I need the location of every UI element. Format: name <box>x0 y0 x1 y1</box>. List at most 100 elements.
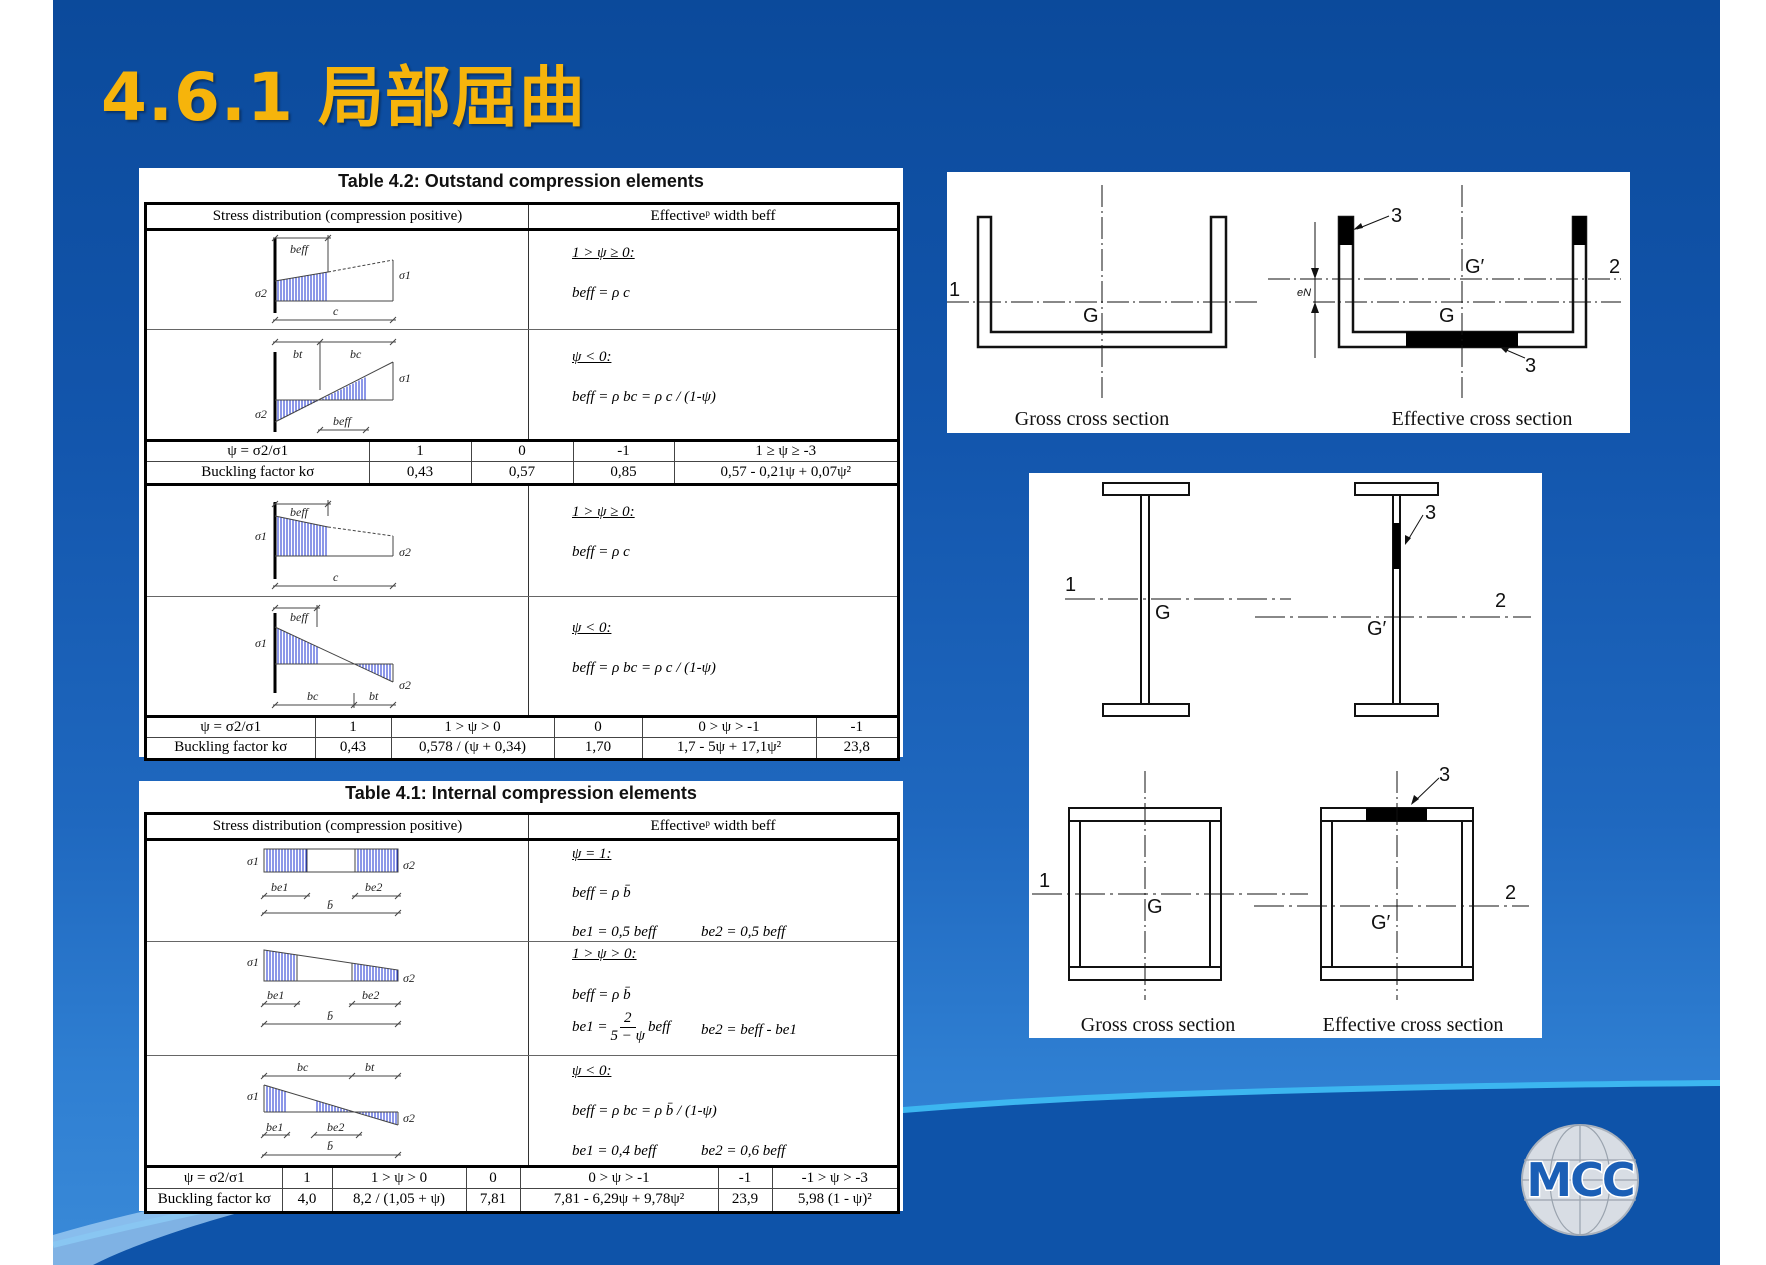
k-cell: 0,43 <box>314 736 392 758</box>
ineffective-label: 3 <box>1439 764 1450 786</box>
k-cell: 0,43 <box>368 461 472 483</box>
stress-label: σ2 <box>399 678 411 692</box>
stress-label: σ2 <box>399 545 411 559</box>
k-cell: 0,85 <box>572 461 675 483</box>
dim-label: beff <box>290 610 310 624</box>
fraction-numerator: 2 <box>620 1010 636 1028</box>
table-caption: Table 4.1: Internal compression elements <box>345 783 697 803</box>
table-caption: Table 4.2: Outstand compression elements <box>338 171 704 191</box>
psi-cell: -1 <box>572 440 675 462</box>
formula: beff = ρ b̄ <box>572 885 631 901</box>
header-width: Effectiveᵖ width beff <box>650 208 776 224</box>
condition: ψ < 0: <box>572 349 612 365</box>
condition: 1 > ψ ≥ 0: <box>572 503 635 520</box>
dim-label: c <box>333 570 339 584</box>
stress-hatching <box>274 626 318 664</box>
dim-label: be1 <box>266 1120 283 1134</box>
k-cell: Buckling factor kσ <box>147 461 370 483</box>
table-row: beff c σ2 σ1 1 > ψ ≥ 0: beff = ρ c <box>147 231 897 329</box>
axis-label: 1 <box>1065 574 1076 596</box>
mcc-logo: MCC <box>1521 1124 1639 1236</box>
header-stress: Stress distribution (compression positiv… <box>147 815 529 838</box>
stress-label: σ1 <box>399 371 411 385</box>
dim-label: b̄ <box>327 1139 333 1153</box>
header-width: Effectiveᵖ width beff <box>650 818 776 834</box>
stress-diagram-cell: beff c σ1 σ2 <box>147 485 529 596</box>
effective-width-cell: ψ < 0: beff = ρ bc = ρ c / (1-ψ) <box>529 330 897 439</box>
psi-cell: 0 <box>465 1166 521 1189</box>
stress-hatching <box>274 515 327 556</box>
k-cell: 1,70 <box>553 736 643 758</box>
k-cell: 23,8 <box>815 736 897 758</box>
formula: beff = ρ bc = ρ c / (1-ψ) <box>572 659 716 676</box>
dim-label: beff <box>333 414 353 428</box>
stress-label: σ1 <box>255 529 267 543</box>
formula-be1: be1 = 0,5 beff <box>572 924 657 940</box>
stress-label: σ1 <box>255 636 267 650</box>
stress-diagram: be1 be2 b̄ σ1 σ2 <box>247 848 415 917</box>
axis-label: 2 <box>1609 256 1620 278</box>
stress-diagram: bt bc beff σ2 σ1 <box>255 338 411 434</box>
formula-be2: be2 = beff - be1 <box>701 1022 797 1038</box>
dim-label: be1 <box>271 880 288 894</box>
centroid-label: G <box>1083 305 1099 327</box>
stress-diagram: beff c σ2 σ1 <box>255 234 411 324</box>
stress-label: σ1 <box>247 955 259 969</box>
stress-diagram-cell: be1 be2 b̄ σ1 σ2 <box>147 841 529 941</box>
dim-label: b̄ <box>327 1009 333 1023</box>
condition: ψ = 1: <box>572 846 612 862</box>
effective-width-cell: 1 > ψ ≥ 0: beff = ρ c <box>529 231 897 329</box>
formula: beff = ρ bc = ρ b̄ / (1-ψ) <box>572 1103 717 1119</box>
channel-section-figure: 1 G Gross cross section eN G′ G 2 3 3 Ef… <box>947 172 1630 433</box>
k-cell: 4,0 <box>281 1188 333 1211</box>
condition: ψ < 0: <box>572 1063 612 1079</box>
psi-cell: 0 > ψ > -1 <box>519 1166 719 1189</box>
fraction-denominator: 5 − ψ <box>610 1028 645 1044</box>
table-internal: Stress distribution (compression positiv… <box>144 812 900 1214</box>
stress-label: σ2 <box>403 971 415 985</box>
header-stress: Stress distribution (compression positiv… <box>147 205 529 228</box>
effective-width-cell: ψ < 0: beff = ρ bc = ρ b̄ / (1-ψ) be1 = … <box>529 1056 897 1165</box>
k-cell: Buckling factor kσ <box>147 1188 283 1211</box>
effective-width-cell: ψ = 1: beff = ρ b̄ be1 = 0,5 beff be2 = … <box>529 841 897 941</box>
formula-be2: be2 = 0,6 beff <box>701 1143 786 1159</box>
condition: 1 > ψ > 0: <box>572 946 637 962</box>
table-header: Stress distribution (compression positiv… <box>147 205 897 231</box>
formula: beff = ρ c <box>572 285 630 301</box>
table-row: bt bc beff σ2 σ1 ψ < 0: beff = ρ bc = ρ … <box>147 329 897 439</box>
fraction-lhs: be1 = <box>572 1019 608 1035</box>
table-internal-card: Table 4.1: Internal compression elements… <box>139 781 903 1214</box>
stress-diagram: bc bt be1 be2 b̄ σ1 σ2 <box>247 1060 415 1159</box>
caption-gross: Gross cross section <box>1081 1014 1235 1036</box>
psi-cell: ψ = σ2/σ1 <box>147 440 370 462</box>
formula: beff = ρ b̄ <box>572 987 631 1003</box>
dim-label: bt <box>369 689 379 703</box>
axis-label: 2 <box>1495 590 1506 612</box>
psi-cell: ψ = σ2/σ1 <box>147 715 316 738</box>
ineffective-label: 3 <box>1425 502 1436 524</box>
psi-cell: 1 > ψ > 0 <box>390 715 555 738</box>
effective-width-cell: ψ < 0: beff = ρ bc = ρ c / (1-ψ) <box>529 597 897 715</box>
formula: beff = ρ bc = ρ c / (1-ψ) <box>572 389 716 405</box>
stress-hatching <box>351 963 398 981</box>
table-row: bc bt be1 be2 b̄ σ1 σ2 ψ < 0: beff = ρ b… <box>147 1055 897 1165</box>
stress-diagram-cell: beff c σ2 σ1 <box>147 231 529 329</box>
stress-label: σ2 <box>255 286 267 300</box>
table-outstand: Stress distribution (compression positiv… <box>144 202 900 761</box>
formula: beff = ρ c <box>572 543 630 560</box>
k-cell: 8,2 / (1,05 + ψ) <box>331 1188 467 1211</box>
effective-width-cell: 1 > ψ ≥ 0: beff = ρ c <box>529 486 897 596</box>
condition: ψ < 0: <box>572 619 612 636</box>
i-box-section-drawing: 1 G 2 G′ 3 1 G 2 G′ 3 Gross cross se <box>1032 482 1531 1036</box>
effective-width-cell: 1 > ψ > 0: beff = ρ b̄ be1 = 2 5 − ψ bef… <box>529 942 897 1055</box>
caption-effective: Effective cross section <box>1392 408 1573 430</box>
k-cell: Buckling factor kσ <box>147 736 316 758</box>
psi-cell: 1 <box>368 440 472 462</box>
k-cell: 23,9 <box>717 1188 773 1211</box>
slide-title: 4.6.1 局部屈曲 <box>101 59 586 136</box>
k-cell: 7,81 - 6,29ψ + 9,78ψ² <box>519 1188 719 1211</box>
caption-gross: Gross cross section <box>1015 408 1169 430</box>
psi-cell: ψ = σ2/σ1 <box>147 1166 283 1189</box>
psi-cell: 1 ≥ ψ ≥ -3 <box>673 440 897 462</box>
k-cell: 0,578 / (ψ + 0,34) <box>390 736 555 758</box>
